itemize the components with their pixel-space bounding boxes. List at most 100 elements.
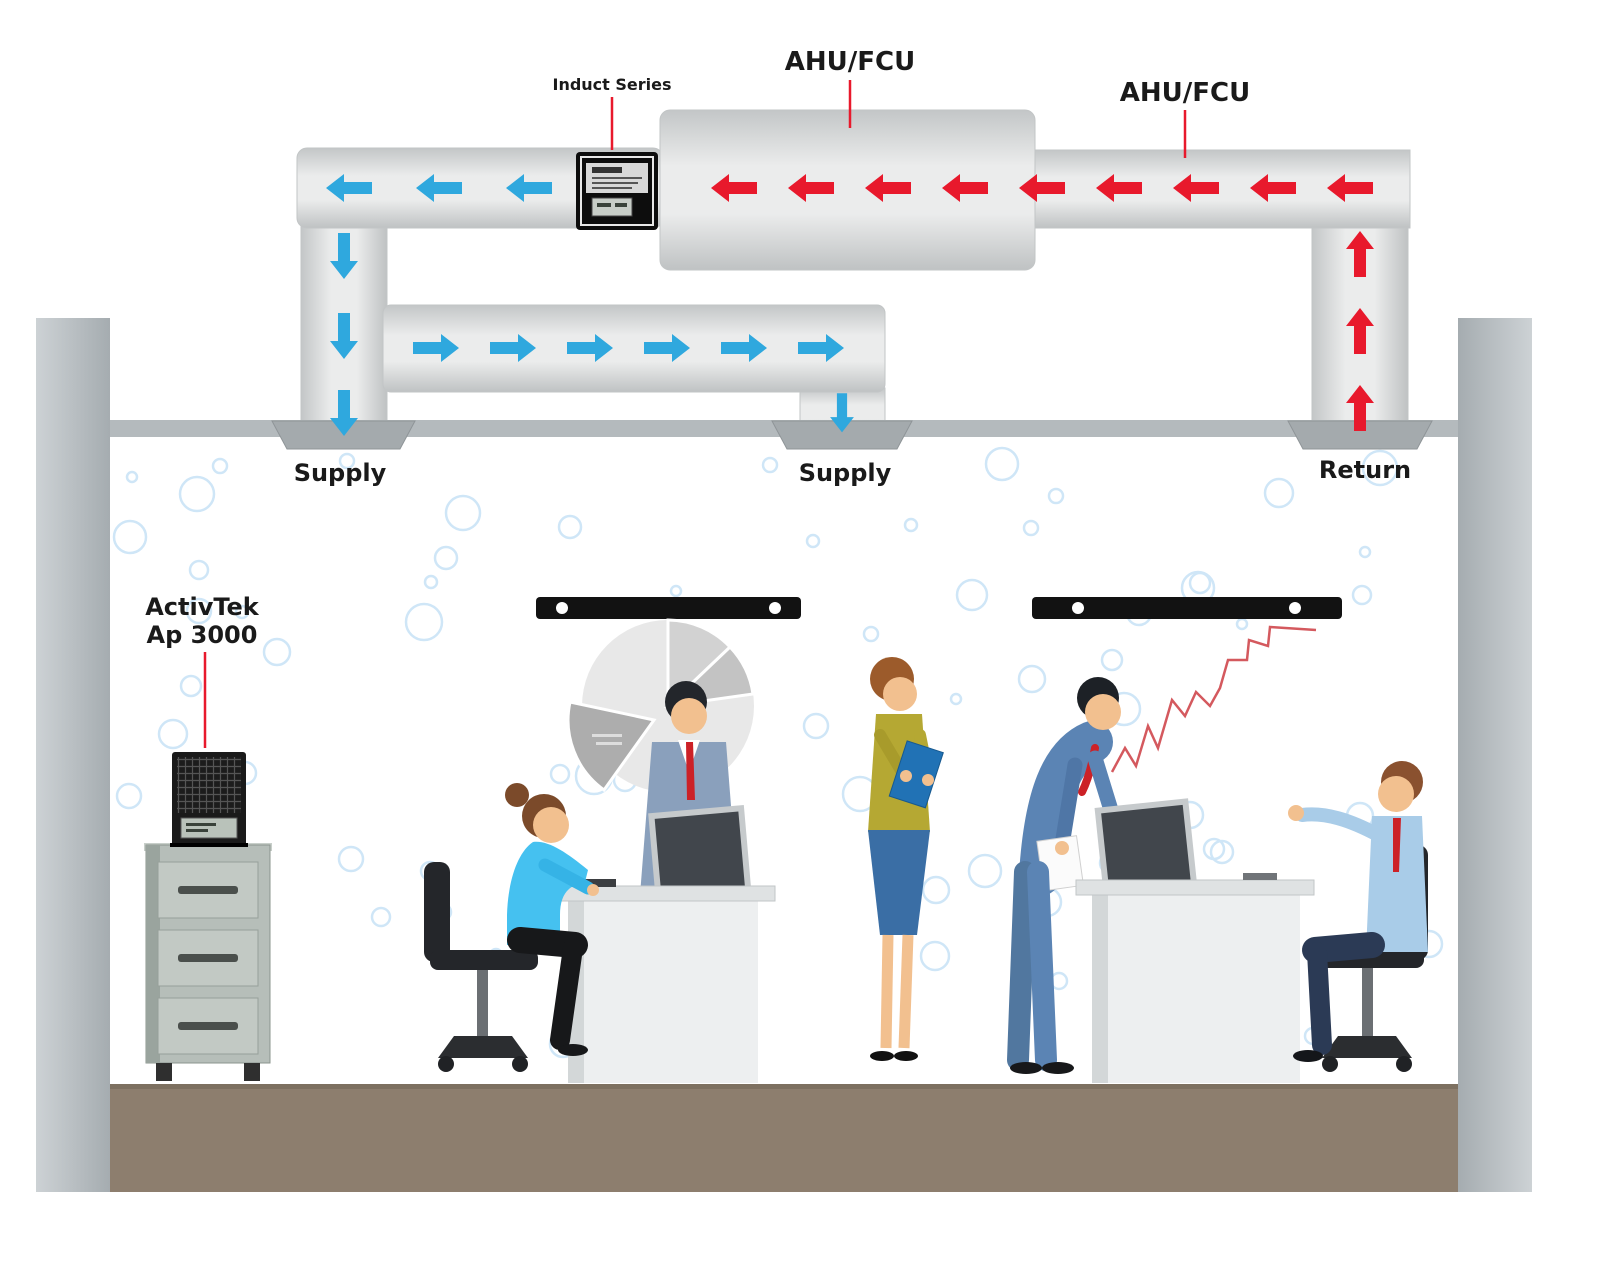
induct-device-text-line bbox=[592, 177, 642, 179]
chair-pole bbox=[477, 970, 488, 1036]
air-particle bbox=[557, 514, 583, 540]
chair-pole bbox=[1362, 968, 1373, 1036]
air-particle bbox=[1202, 837, 1226, 861]
shoe bbox=[558, 1044, 588, 1056]
ahu-fcu-right-label: AHU/FCU bbox=[1120, 78, 1250, 108]
air-particle bbox=[549, 763, 571, 785]
air-particle bbox=[115, 782, 143, 810]
air-particle bbox=[338, 452, 356, 470]
air-particle bbox=[1358, 545, 1372, 559]
desk-shading bbox=[1092, 895, 1108, 1083]
purifier-grill bbox=[177, 757, 241, 813]
tie bbox=[1393, 818, 1401, 872]
hand bbox=[587, 884, 599, 896]
hand bbox=[922, 774, 934, 786]
desk-pedestal bbox=[568, 901, 758, 1083]
air-particle bbox=[1022, 519, 1040, 537]
desk-top bbox=[1075, 879, 1315, 896]
air-particle bbox=[903, 517, 919, 533]
induct-device-text-line bbox=[592, 187, 632, 189]
desk-right bbox=[1075, 873, 1315, 1083]
head bbox=[1378, 776, 1414, 812]
induct-device-logo bbox=[592, 167, 622, 173]
desk-pedestal bbox=[1092, 895, 1300, 1083]
office-chair-left bbox=[424, 862, 538, 1072]
air-particle bbox=[955, 578, 989, 612]
pie-slice-text-line bbox=[596, 742, 622, 745]
air-particle bbox=[433, 545, 459, 571]
desk-left bbox=[550, 879, 776, 1083]
air-particle bbox=[761, 456, 779, 474]
arm bbox=[538, 858, 595, 895]
air-particle bbox=[262, 637, 292, 667]
air-particle bbox=[1263, 477, 1295, 509]
clipboard-tablet bbox=[888, 740, 944, 809]
chair-wheel bbox=[1396, 1056, 1412, 1072]
induct-device-text-line bbox=[592, 182, 638, 184]
chair-base bbox=[1322, 1036, 1412, 1058]
drawer-handle bbox=[178, 886, 238, 894]
air-particle bbox=[949, 692, 963, 706]
air-particle bbox=[802, 712, 830, 740]
air-particle bbox=[179, 674, 203, 698]
air-particle bbox=[1209, 839, 1235, 865]
light-dot bbox=[1072, 602, 1084, 614]
air-particle bbox=[919, 940, 951, 972]
purifier-base bbox=[170, 843, 248, 847]
desk-accessory bbox=[1243, 873, 1277, 880]
light-dot bbox=[556, 602, 568, 614]
floor-edge bbox=[110, 1084, 1458, 1089]
light-dot bbox=[1289, 602, 1301, 614]
air-particle bbox=[805, 533, 821, 549]
head bbox=[883, 677, 917, 711]
hand bbox=[900, 770, 912, 782]
shoe bbox=[1042, 1062, 1074, 1074]
supply-vent-center bbox=[771, 420, 913, 450]
air-particle bbox=[178, 475, 216, 513]
chair-wheel bbox=[1322, 1056, 1338, 1072]
air-particle bbox=[1017, 664, 1047, 694]
leg bbox=[898, 934, 914, 1049]
air-particle bbox=[423, 574, 439, 590]
chair-wheel bbox=[438, 1056, 454, 1072]
air-particle bbox=[125, 470, 139, 484]
return-label: Return bbox=[1319, 456, 1411, 484]
hand bbox=[1055, 841, 1069, 855]
induct-device-frame bbox=[580, 156, 654, 226]
air-particle bbox=[669, 584, 683, 598]
shin bbox=[1307, 942, 1332, 1055]
arm bbox=[1054, 757, 1083, 853]
air-particle bbox=[862, 625, 880, 643]
pie-exploded-slice bbox=[566, 700, 657, 793]
cabinet-shading bbox=[146, 845, 160, 1063]
air-particle bbox=[112, 519, 148, 555]
shoe bbox=[1293, 1050, 1323, 1062]
skirt bbox=[868, 830, 930, 935]
air-particle bbox=[444, 494, 482, 532]
drawer-handle bbox=[178, 954, 238, 962]
drawer-handle bbox=[178, 1022, 238, 1030]
air-particle bbox=[1361, 449, 1399, 487]
purifier-display bbox=[180, 817, 238, 839]
purifier-label-line2: Ap 3000 bbox=[147, 621, 258, 649]
induct-series-label: Induct Series bbox=[552, 75, 671, 94]
supply-center-label: Supply bbox=[799, 459, 892, 487]
air-particle bbox=[1188, 571, 1212, 595]
air-particle bbox=[188, 559, 210, 581]
shirt-torso bbox=[1366, 816, 1428, 952]
purifier-display-line bbox=[186, 829, 208, 832]
air-particle bbox=[1047, 487, 1065, 505]
supply-branch-duct bbox=[382, 304, 886, 393]
air-purifier-unit bbox=[144, 752, 272, 1081]
air-particle bbox=[1100, 648, 1124, 672]
air-particle bbox=[337, 845, 365, 873]
head bbox=[533, 807, 569, 843]
pie-slice-text-line bbox=[592, 734, 622, 737]
cabinet-foot bbox=[156, 1063, 172, 1081]
floor bbox=[110, 1084, 1458, 1192]
air-particle bbox=[157, 718, 189, 750]
leg bbox=[880, 934, 894, 1049]
monitor-screen bbox=[1094, 798, 1198, 896]
